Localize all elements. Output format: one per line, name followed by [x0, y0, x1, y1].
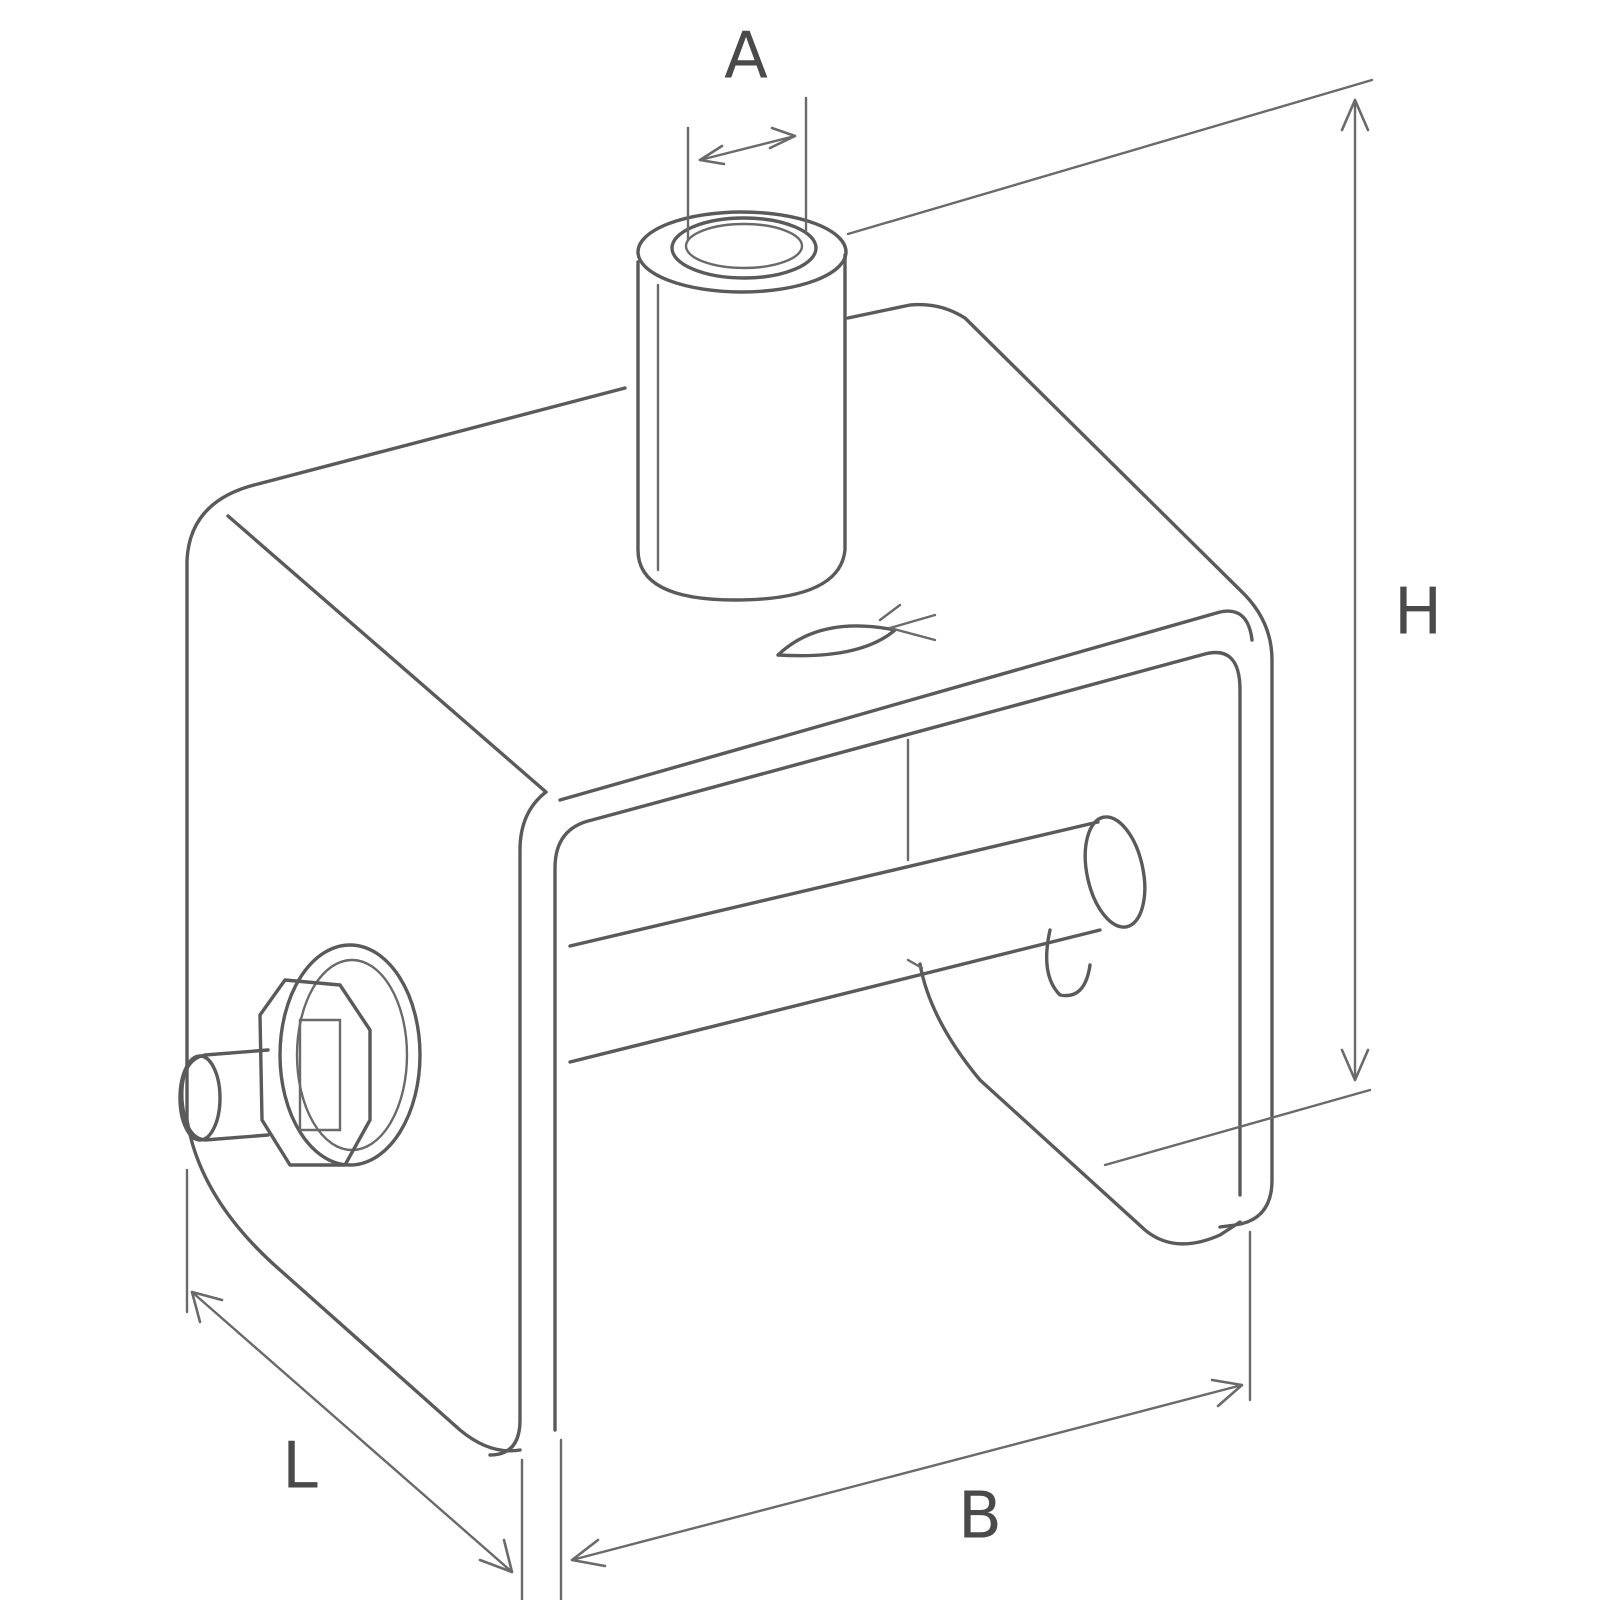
top-face-right	[846, 302, 1274, 1229]
dimension-a: A	[686, 20, 808, 242]
bolt-shaft	[180, 1048, 270, 1142]
nut-face	[298, 1018, 342, 1132]
dim-a-arrow-left	[698, 144, 726, 166]
washer-inner	[295, 958, 409, 1152]
dim-b-line	[570, 1383, 1244, 1562]
nut-body	[258, 978, 372, 1167]
front-opening	[553, 650, 1242, 1432]
fish-fin	[878, 603, 902, 622]
dim-a-line	[698, 134, 797, 162]
fish-logo-icon	[776, 603, 937, 658]
left-side-bottom	[185, 1118, 522, 1453]
top-plate-edge	[226, 514, 548, 794]
dim-a-arrow-right	[768, 126, 797, 150]
pin-clip	[1044, 928, 1092, 998]
pin-bottom	[568, 928, 1102, 1064]
boss-body	[636, 253, 847, 602]
dimension-h: H	[846, 78, 1442, 1167]
fish-tail	[888, 613, 937, 642]
hex-nut-icon	[178, 943, 422, 1167]
pin-top	[568, 820, 1100, 948]
fish-body	[776, 624, 897, 658]
bracket-body	[185, 302, 1274, 1457]
dim-l-arrow-end	[478, 1538, 514, 1574]
dim-l-arrow-start	[190, 1290, 224, 1324]
dim-h-arrow-bottom	[1340, 1048, 1370, 1082]
boss-top	[636, 210, 848, 294]
dim-h-ext-top	[846, 78, 1374, 236]
top-plate-front	[488, 790, 548, 1457]
cross-pin	[568, 815, 1147, 1064]
dim-h-ext-bottom	[1103, 1088, 1372, 1167]
boss-hole	[670, 216, 818, 280]
dim-a-label: A	[724, 20, 768, 94]
back-seam	[906, 958, 924, 970]
boss-thread	[684, 222, 804, 270]
dim-h-arrow-top	[1340, 98, 1370, 132]
dim-b-label: B	[958, 1480, 1002, 1554]
bolt-tip	[178, 1054, 222, 1142]
dim-h-label: H	[1394, 576, 1442, 650]
dim-b-arrow-left	[570, 1538, 607, 1568]
washer-outer	[278, 943, 422, 1167]
top-boss	[636, 210, 848, 602]
dim-l-label: L	[282, 1430, 318, 1504]
top-plate-inner-front	[558, 609, 1254, 802]
dim-l-line	[190, 1290, 514, 1574]
back-flange	[918, 962, 1242, 1246]
top-face	[185, 386, 627, 1122]
dim-b-arrow-right	[1210, 1378, 1244, 1408]
dimension-l: L	[185, 1168, 524, 1600]
pin-end	[1083, 815, 1147, 929]
dimension-b: B	[559, 1230, 1252, 1600]
